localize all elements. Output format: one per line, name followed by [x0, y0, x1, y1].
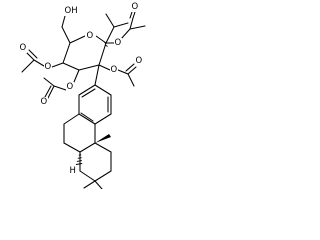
hydroxymethyl-group: [61, 15, 71, 44]
lower-ring: [79, 142, 112, 182]
isopropyl-group: [105, 13, 129, 44]
ring-oxygen-label: O: [87, 31, 94, 41]
oac2-ester-oxygen-label: O: [111, 65, 118, 75]
acetoxy-group-2: [98, 63, 137, 87]
oac2-carbonyl-oxygen-label: O: [136, 56, 143, 66]
oac3-ester-oxygen-label: O: [45, 62, 52, 72]
oac3-carbonyl-oxygen-label: O: [20, 43, 27, 53]
structure-diagram: O OH O O O O O O O O H: [19, 2, 146, 189]
acetoxy-group-3: [21, 49, 64, 73]
oac4-ester-oxygen-label: O: [67, 82, 74, 92]
atom-labels: O OH O O O O O O O O H: [19, 2, 143, 176]
pyranose-ring: [62, 35, 107, 71]
methyl-groups: [83, 134, 111, 189]
oac1-ester-oxygen-label: O: [115, 38, 122, 48]
aromatic-ring: [78, 84, 112, 125]
middle-ring: [63, 113, 96, 153]
oac4-carbonyl-oxygen-label: O: [41, 97, 48, 107]
aryl-link: [94, 64, 100, 86]
acetoxy-group-4: [43, 69, 80, 99]
oac1-carbonyl-oxygen-label: O: [132, 2, 139, 12]
stereo-hash-bonds: [75, 41, 108, 165]
hydroxyl-label: OH: [65, 6, 78, 16]
acetoxy-group-1: [105, 11, 146, 44]
ring-junction-h-label: H: [70, 166, 76, 176]
